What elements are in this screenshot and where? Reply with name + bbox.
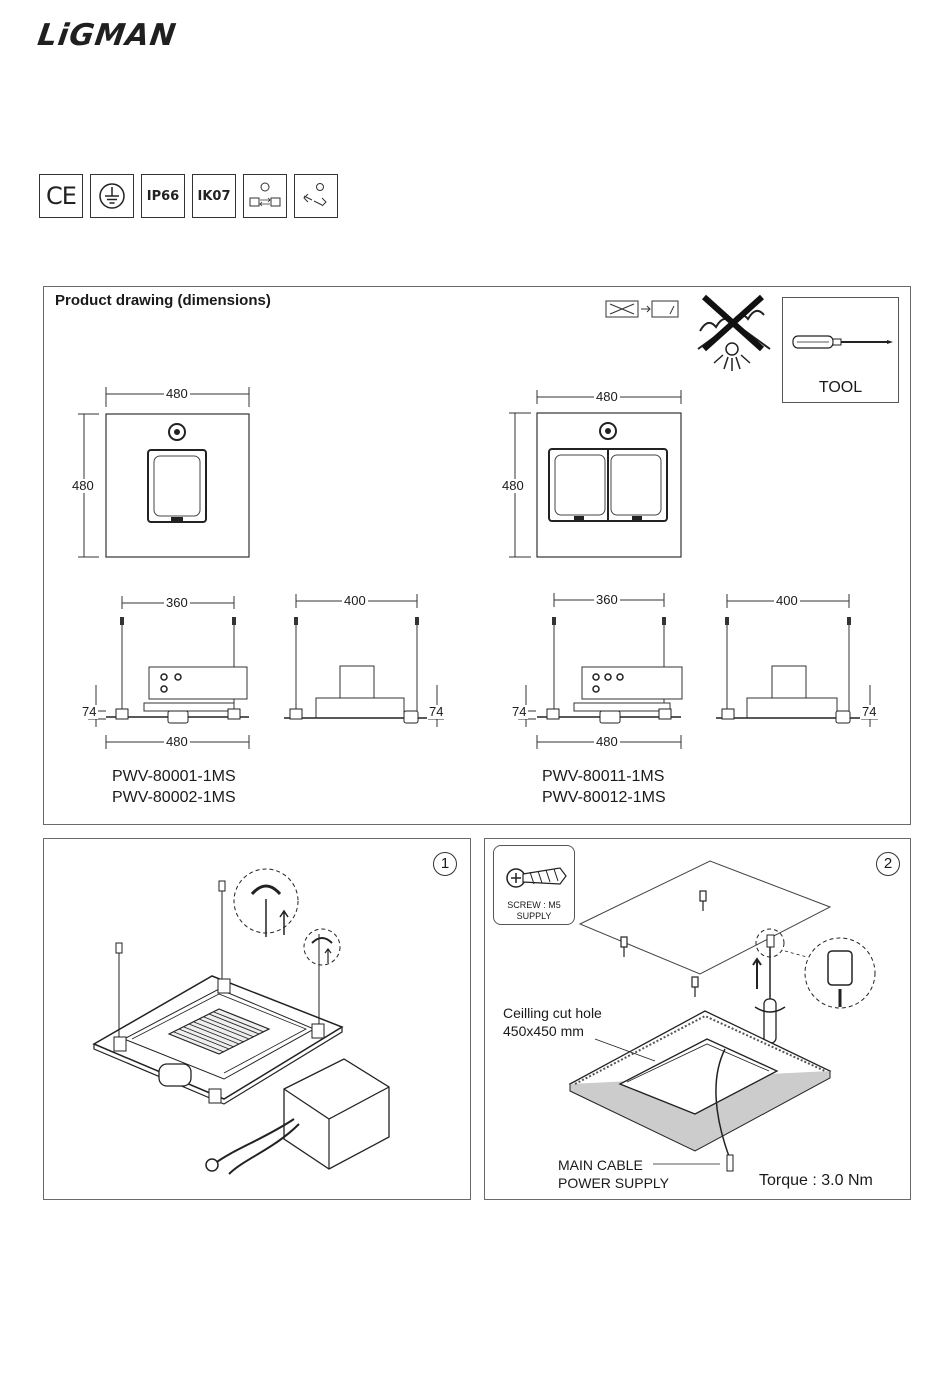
right-base-dim: 480 xyxy=(594,735,620,749)
remote-link-icon xyxy=(298,180,334,212)
right-span-dim: 360 xyxy=(594,593,620,607)
tool-label: TOOL xyxy=(783,379,898,397)
step-1-panel: 1 xyxy=(43,838,471,1200)
right-side-view xyxy=(716,594,878,727)
no-insulation-cover-icon xyxy=(698,297,770,371)
right-depth-dim: 74 xyxy=(510,705,528,719)
replace-module-icon xyxy=(606,301,678,317)
left-model-numbers: PWV-80001-1MS PWV-80002-1MS xyxy=(112,766,236,808)
remote-control-badge xyxy=(294,174,338,218)
left-side-depth-dim: 74 xyxy=(427,705,445,719)
main-cable-callout: MAIN CABLE POWER SUPPLY xyxy=(558,1156,669,1192)
ce-mark-text: CE xyxy=(46,182,76,210)
left-height-dim: 480 xyxy=(70,479,96,493)
right-width-dim: 480 xyxy=(594,390,620,404)
model-number: PWV-80011-1MS xyxy=(542,766,666,787)
right-side-width-dim: 400 xyxy=(774,594,800,608)
cut-hole-callout: Ceilling cut hole 450x450 mm xyxy=(503,1004,602,1040)
main-cable-label: MAIN CABLE xyxy=(558,1156,669,1174)
tool-box: TOOL xyxy=(782,297,899,403)
certification-badges: CE IP66 IK07 xyxy=(39,174,338,218)
right-height-dim: 480 xyxy=(500,479,526,493)
left-top-view xyxy=(78,387,249,557)
screwdriver-icon xyxy=(783,298,900,378)
left-span-dim: 360 xyxy=(164,596,190,610)
model-number: PWV-80012-1MS xyxy=(542,787,666,808)
earth-ground-icon xyxy=(97,181,127,211)
ce-mark-badge: CE xyxy=(39,174,83,218)
protective-earth-badge xyxy=(90,174,134,218)
left-width-dim: 480 xyxy=(164,387,190,401)
cut-hole-label: Ceilling cut hole xyxy=(503,1004,602,1022)
model-number: PWV-80002-1MS xyxy=(112,787,236,808)
model-number: PWV-80001-1MS xyxy=(112,766,236,787)
dimming-control-icon xyxy=(247,180,283,212)
cut-hole-size: 450x450 mm xyxy=(503,1022,602,1040)
left-front-view xyxy=(88,596,249,749)
dimming-control-badge xyxy=(243,174,287,218)
ik07-badge: IK07 xyxy=(192,174,236,218)
left-side-view xyxy=(284,594,444,727)
left-base-dim: 480 xyxy=(164,735,190,749)
right-top-view xyxy=(509,390,681,557)
right-side-depth-dim: 74 xyxy=(860,705,878,719)
left-side-width-dim: 400 xyxy=(342,594,368,608)
step-2-panel: 2 SCREW : M5 SUPPLY xyxy=(484,838,911,1200)
torque-spec: Torque : 3.0 Nm xyxy=(759,1172,873,1190)
product-drawing-panel: Product drawing (dimensions) xyxy=(43,286,911,825)
power-supply-label: POWER SUPPLY xyxy=(558,1174,669,1192)
ip66-badge: IP66 xyxy=(141,174,185,218)
right-front-view xyxy=(518,593,682,749)
left-depth-dim: 74 xyxy=(80,705,98,719)
right-model-numbers: PWV-80011-1MS PWV-80012-1MS xyxy=(542,766,666,808)
brand-logo: LiGMAN xyxy=(36,18,179,53)
step-1-illustration xyxy=(44,839,472,1201)
